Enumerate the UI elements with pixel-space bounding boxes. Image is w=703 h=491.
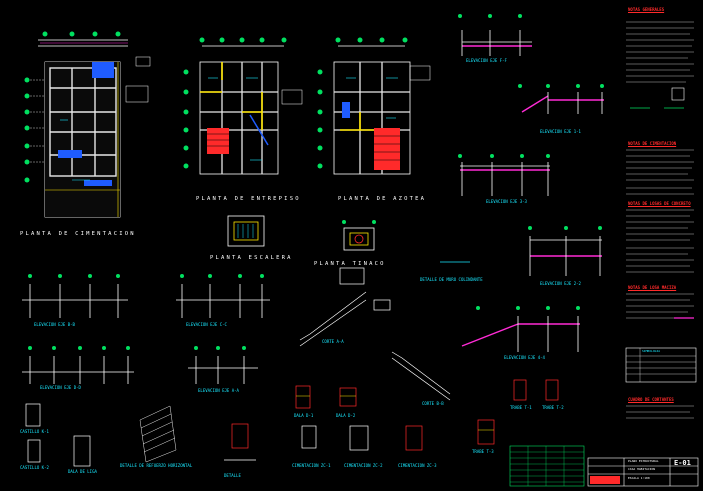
slab-notes-title: NOTAS DE LOSAS DE CONCRETO	[628, 201, 691, 206]
section-label: DALA D-1	[294, 413, 314, 418]
title-block-label: PLANO ESTRUCTURAL	[628, 459, 659, 463]
elevation-label: ELEVACION EJE B-B	[34, 322, 75, 327]
roof-plan	[317, 37, 431, 175]
roof-plan-title: PLANTA DE AZOTEA	[338, 196, 427, 202]
foundation-plan	[24, 31, 151, 218]
elevation-label: ELEVACION EJE 1-1	[540, 129, 581, 134]
foundation-notes-title: NOTAS DE CIMENTACION	[628, 141, 677, 146]
general-notes-title: NOTAS GENERALES	[628, 7, 665, 12]
elevation-label: ELEVACION EJE 4-4	[504, 355, 545, 360]
section-label: CORTE B-B	[422, 401, 444, 406]
specs-title: CUADRO DE CORTANTES	[628, 397, 674, 402]
liga-notes-title: NOTAS DE LOSA MACIZA	[628, 285, 677, 290]
upper-elevations	[458, 14, 604, 352]
detail-sections	[25, 379, 559, 467]
elevation-label: ELEVACION EJE F-F	[466, 58, 507, 63]
section-label: DALA D-2	[336, 413, 356, 418]
elevation-label: ELEVACION EJE A-A	[198, 388, 239, 393]
section-label: CIMENTACION ZC-1	[292, 463, 331, 468]
section-label: CIMENTACION ZC-3	[398, 463, 437, 468]
stair-plan-title: PLANTA ESCALERA	[210, 255, 293, 261]
elevation-label: ELEVACION EJE C-C	[186, 322, 227, 327]
sheet-number: E-01	[674, 459, 691, 467]
section-label: TRABE T-1	[510, 405, 532, 410]
section-label: CORTE A-A	[322, 339, 344, 344]
section-label: TRABE T-3	[472, 449, 494, 454]
legend-title: SIMBOLOGIA	[642, 349, 661, 353]
foundation-plan-title: PLANTA DE CIMENTACION	[20, 231, 136, 237]
stair-plan	[227, 215, 265, 247]
section-label: CIMENTACION ZC-2	[344, 463, 383, 468]
water-tank-plan	[342, 220, 376, 251]
notes-column	[625, 21, 697, 419]
section-label: CASTILLO K-1	[20, 429, 49, 434]
elevation-label: ELEVACION EJE 2-2	[540, 281, 581, 286]
mezzanine-plan	[183, 37, 303, 175]
title-block-label: CASA HABITACION	[628, 467, 656, 471]
lower-elevations	[22, 274, 270, 384]
stair-sections	[299, 261, 470, 401]
section-label: TRABE T-2	[542, 405, 564, 410]
title-block	[509, 445, 699, 487]
section-label: DETALLE DE MURO COLINDANTE	[420, 277, 483, 282]
section-label: DETALLE	[224, 473, 241, 478]
elevation-label: ELEVACION EJE 3-3	[486, 199, 527, 204]
water-tank-plan-title: PLANTA TINACO	[314, 261, 386, 267]
mezzanine-plan-title: PLANTA DE ENTREPISO	[196, 196, 301, 202]
section-label: DALA DE LIGA	[68, 469, 97, 474]
title-block-label: ESCALA 1:100	[628, 476, 650, 480]
section-label: CASTILLO K-2	[20, 465, 49, 470]
section-label: DETALLE DE REFUERZO HORIZONTAL	[120, 463, 193, 468]
elevation-label: ELEVACION EJE D-D	[40, 385, 81, 390]
